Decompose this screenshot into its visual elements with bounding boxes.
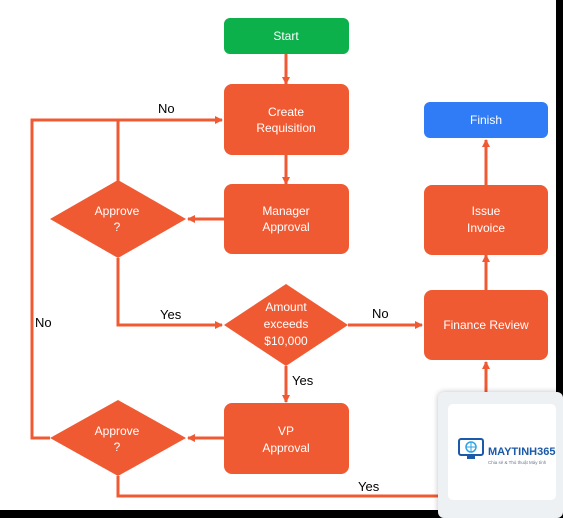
vp-approval-line-1: VP	[278, 424, 294, 438]
approve-decision-2: Approve ?	[50, 400, 186, 476]
watermark-name: MAYTINH365	[488, 446, 556, 458]
label-no-amount: No	[372, 306, 389, 321]
amount-line-3: $10,000	[264, 334, 308, 348]
approve-decision-1: Approve ?	[50, 180, 186, 258]
manager-approval-line-1: Manager	[262, 204, 309, 218]
start-node: Start	[224, 18, 349, 54]
watermark-badge: MAYTINH365 Chia sẻ & Thủ thuật Máy tính	[438, 392, 563, 518]
amount-line-2: exceeds	[264, 317, 309, 331]
vp-approval-node: VP Approval	[224, 403, 349, 474]
finish-label: Finish	[470, 113, 502, 127]
approve-2-line-1: Approve	[95, 424, 140, 438]
edge-approve1-no-to-create	[116, 116, 223, 181]
manager-approval-node: Manager Approval	[224, 184, 349, 254]
issue-invoice-line-2: Invoice	[467, 221, 505, 235]
amount-exceeds-decision: Amount exceeds $10,000	[224, 284, 348, 366]
issue-invoice-line-1: Issue	[472, 204, 501, 218]
edge-approve1-yes-to-amount	[116, 258, 223, 329]
label-yes-bottom: Yes	[358, 479, 380, 494]
finance-review-label: Finance Review	[443, 318, 529, 332]
watermark-tagline: Chia sẻ & Thủ thuật Máy tính	[488, 460, 547, 465]
finish-node: Finish	[424, 102, 548, 138]
create-requisition-line-2: Requisition	[256, 121, 315, 135]
issue-invoice-node: Issue Invoice	[424, 185, 548, 255]
create-requisition-line-1: Create	[268, 105, 304, 119]
amount-line-1: Amount	[265, 300, 307, 314]
create-requisition-node: Create Requisition	[224, 84, 349, 155]
start-label: Start	[273, 29, 299, 43]
monitor-globe-icon	[458, 438, 484, 459]
flowchart-diagram: No No Yes No Yes Yes Start Create Requis…	[30, 18, 548, 498]
finance-review-node: Finance Review	[424, 290, 548, 360]
vp-approval-line-2: Approval	[262, 441, 309, 455]
approve-2-line-2: ?	[114, 440, 121, 454]
flowchart-canvas: No No Yes No Yes Yes Start Create Requis…	[0, 0, 556, 510]
label-no-left: No	[35, 315, 52, 330]
label-no-top: No	[158, 101, 175, 116]
approve-1-line-2: ?	[114, 220, 121, 234]
watermark-card: MAYTINH365 Chia sẻ & Thủ thuật Máy tính	[448, 404, 556, 500]
label-yes-vp: Yes	[292, 373, 314, 388]
approve-1-line-1: Approve	[95, 204, 140, 218]
edge-approve2-no-to-create	[30, 118, 118, 440]
label-yes-amount: Yes	[160, 307, 182, 322]
manager-approval-line-2: Approval	[262, 220, 309, 234]
